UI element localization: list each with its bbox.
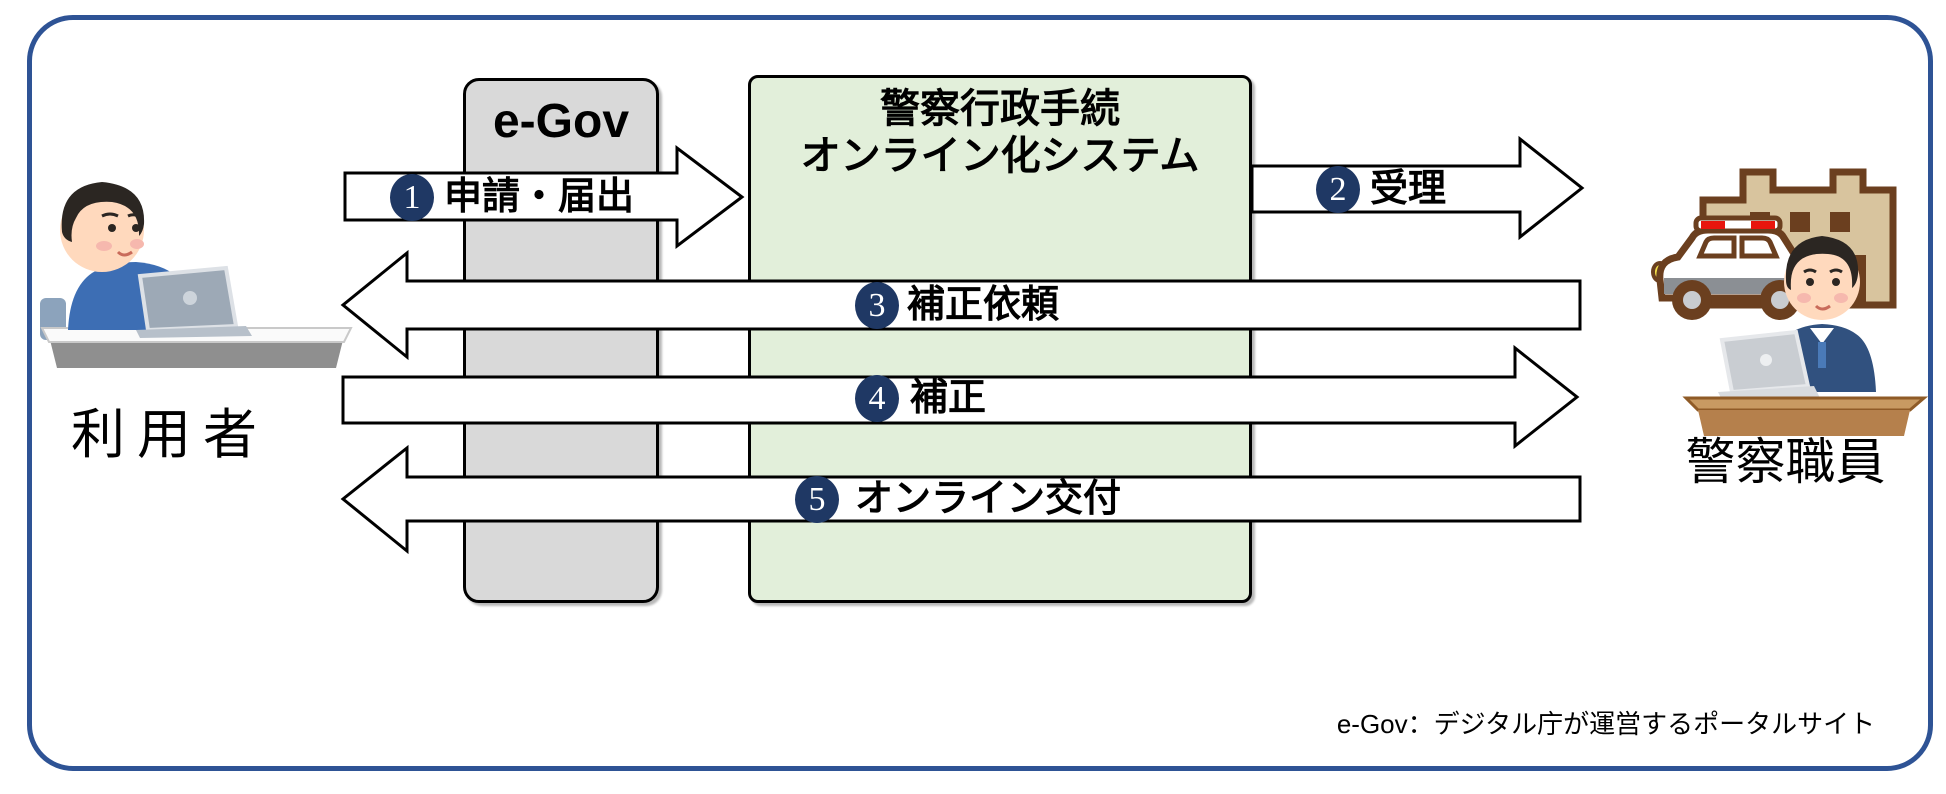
- system-box-title-line1: 警察行政手続: [880, 87, 1120, 131]
- desk-front: [50, 340, 343, 368]
- user-eye: [108, 224, 116, 232]
- user-hair: [61, 182, 145, 242]
- user-label: 利用者: [71, 405, 269, 465]
- flow-badge-2: 2: [1316, 166, 1360, 213]
- user-eyebrow: [127, 213, 141, 219]
- police-officer-icon: [1682, 236, 1929, 436]
- police-car-icon: [1651, 215, 1816, 320]
- desk-top: [1682, 396, 1929, 412]
- police-label: 警察職員: [1685, 434, 1886, 490]
- flow-label-3: 補正依頼: [907, 284, 1060, 326]
- flow-label-1: 申請・届出: [444, 176, 635, 218]
- flow-badge-3: 3: [855, 282, 899, 329]
- user-blush: [96, 241, 112, 251]
- user-illustration: [40, 182, 353, 368]
- egov-box-label: e-Gov: [492, 95, 630, 148]
- user-eyebrow: [101, 212, 119, 218]
- egov-box: [463, 78, 659, 603]
- desk-front: [1698, 410, 1910, 436]
- footnote: e-Gov：デジタル庁が運営するポータルサイト: [1336, 709, 1876, 739]
- flow-badge-5: 5: [795, 476, 839, 523]
- laptop-logo: [183, 291, 197, 305]
- flow-badge-1: 1: [390, 174, 434, 221]
- laptop-base: [136, 326, 252, 338]
- user-eye: [132, 224, 140, 232]
- user-blush: [130, 239, 144, 249]
- system-box-title: 警察行政手続 オンライン化システム: [748, 86, 1252, 180]
- system-box-title-line2: オンライン化システム: [800, 134, 1200, 179]
- flow-badge-4: 4: [855, 375, 899, 422]
- flow-label-2: 受理: [1370, 168, 1447, 210]
- police-illustration: [1651, 168, 1929, 436]
- flow-label-5: オンライン交付: [855, 478, 1122, 520]
- flow-label-4: 補正: [910, 377, 987, 419]
- user-mouth: [116, 250, 133, 257]
